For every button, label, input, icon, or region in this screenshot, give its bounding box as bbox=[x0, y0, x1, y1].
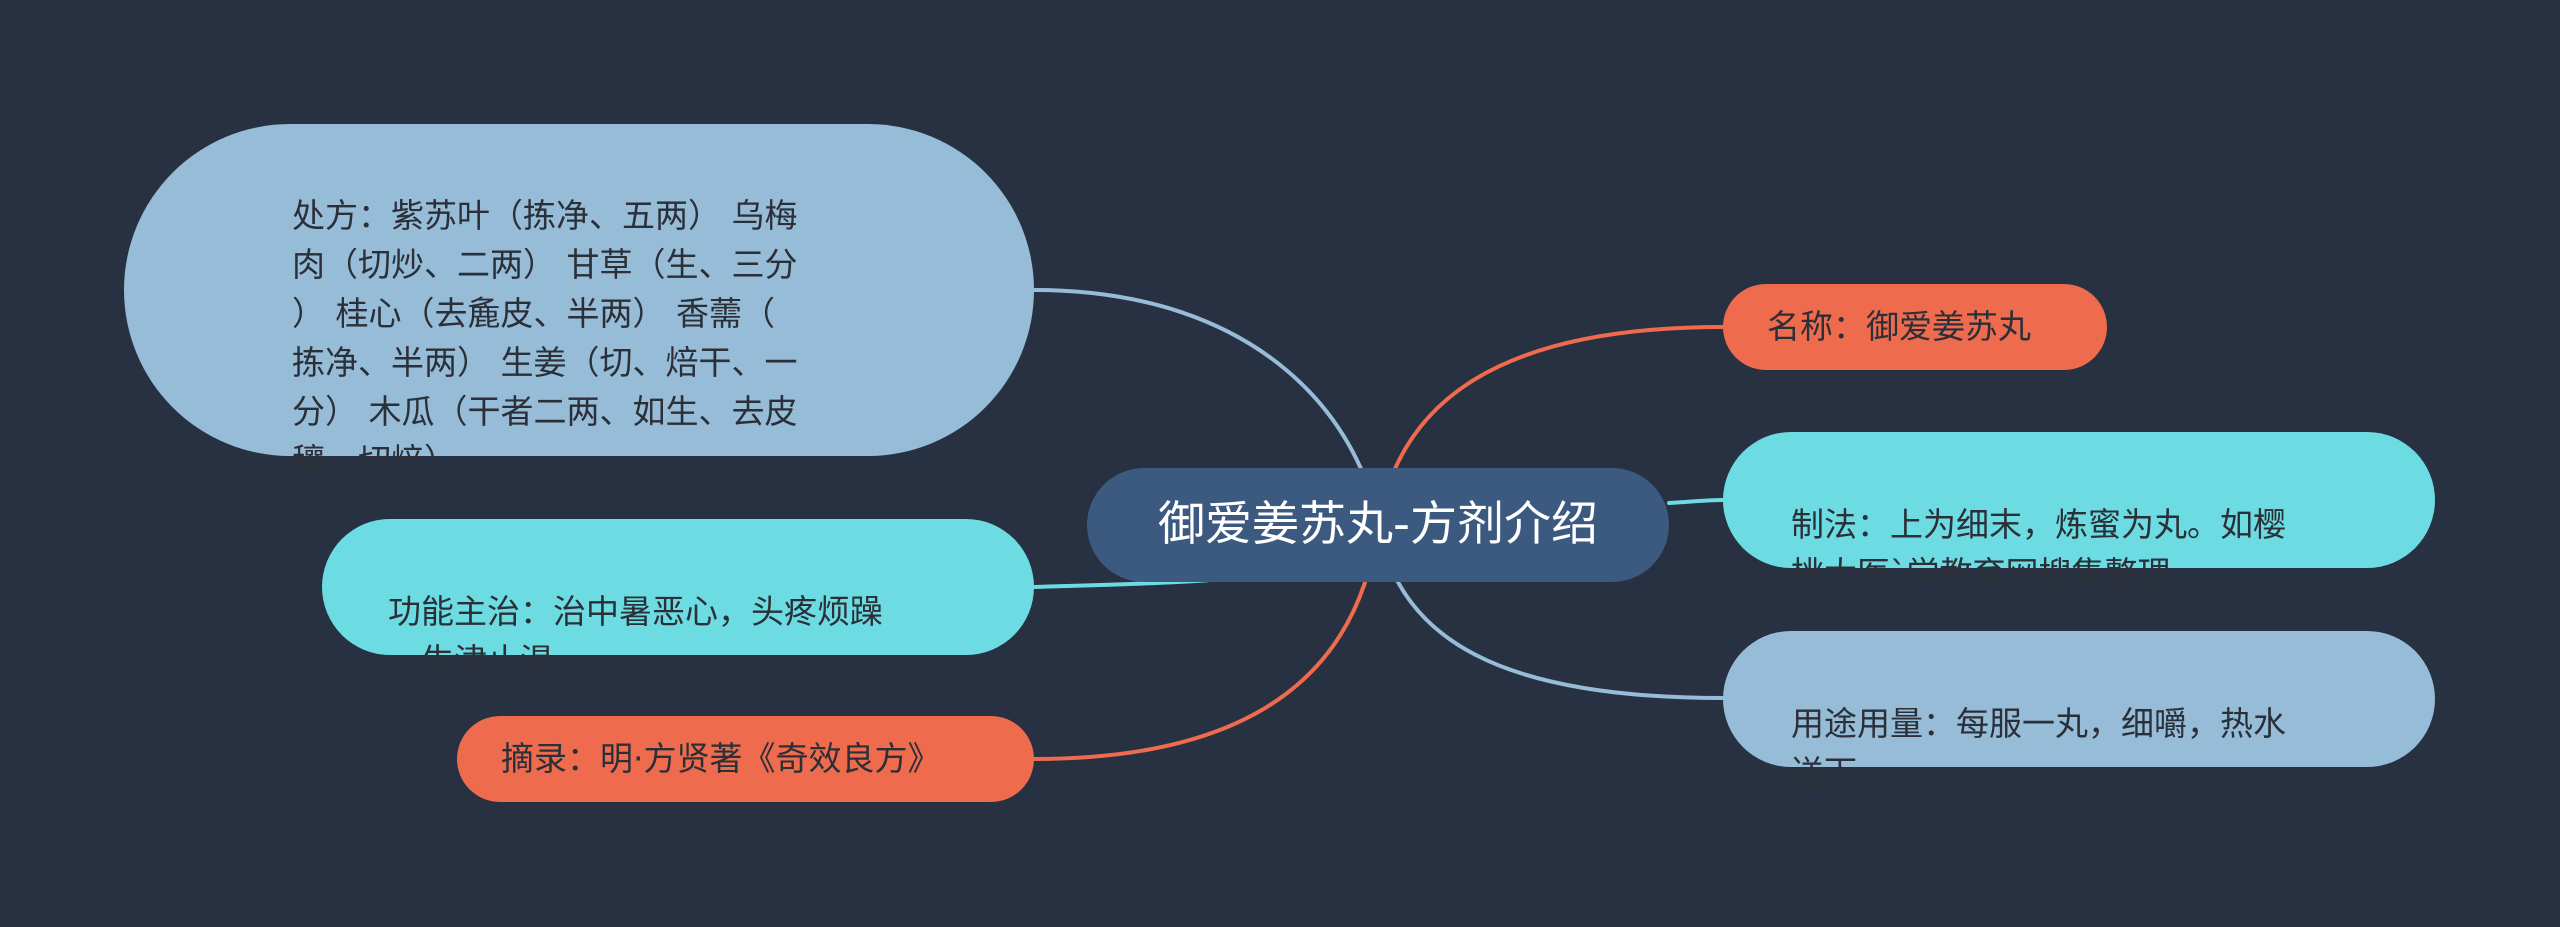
node-source[interactable]: 摘录：明·方贤著《奇效良方》 bbox=[457, 716, 1034, 802]
node-usage-text: 用途用量：每服一丸，细嚼，热水 送下。 bbox=[1791, 704, 2286, 792]
node-method-text: 制法：上为细末，炼蜜为丸。如樱 桃大医`学教育网搜集整理。 bbox=[1791, 505, 2286, 593]
node-prescription-text: 处方：紫苏叶（拣净、五两） 乌梅 肉（切炒、二两） 甘草（生、三分 ） 桂心（去… bbox=[292, 196, 798, 480]
node-name[interactable]: 名称：御爱姜苏丸 bbox=[1723, 284, 2107, 370]
central-topic-title: 御爱姜苏丸-方剂介绍 bbox=[1158, 497, 1598, 552]
node-usage[interactable]: 用途用量：每服一丸，细嚼，热水 送下。 bbox=[1723, 631, 2435, 792]
node-method[interactable]: 制法：上为细末，炼蜜为丸。如樱 桃大医`学教育网搜集整理。 bbox=[1723, 432, 2435, 593]
node-name-text: 名称：御爱姜苏丸 bbox=[1767, 307, 2031, 346]
node-prescription[interactable]: 处方：紫苏叶（拣净、五两） 乌梅 肉（切炒、二两） 甘草（生、三分 ） 桂心（去… bbox=[124, 124, 1034, 480]
link-method bbox=[1667, 498, 1725, 505]
node-source-text: 摘录：明·方贤著《奇效良方》 bbox=[501, 739, 941, 778]
node-function-text: 功能主治：治中暑恶心，头疼烦躁 ，生津止渴。 bbox=[388, 592, 883, 680]
central-topic[interactable]: 御爱姜苏丸-方剂介绍 bbox=[1087, 468, 1669, 582]
node-function[interactable]: 功能主治：治中暑恶心，头疼烦躁 ，生津止渴。 bbox=[322, 519, 1034, 680]
